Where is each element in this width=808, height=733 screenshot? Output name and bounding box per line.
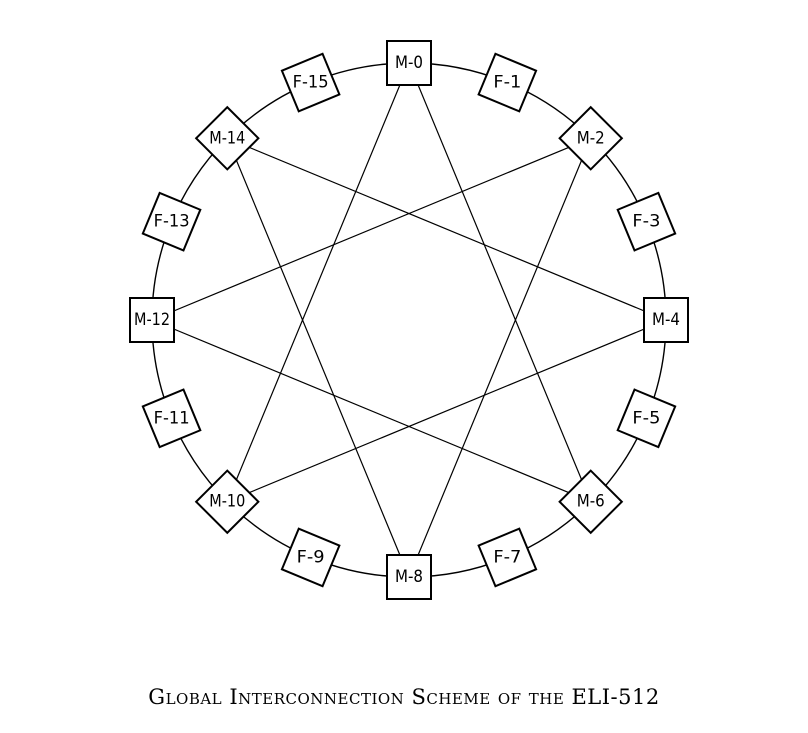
node-box [558, 105, 624, 171]
node-label: M-6 [577, 492, 605, 512]
node-m-2: M-2 [558, 105, 624, 171]
node-label: M-4 [652, 310, 680, 330]
node-m-14: M-14 [194, 105, 260, 171]
node-box [386, 40, 432, 86]
node-label: M-2 [577, 128, 605, 148]
connection-M-2-M-8 [408, 138, 592, 578]
nodes: M-0F-1M-2F-3M-4F-5M-6F-7M-8 F-9 M-10 F-11 M-… [129, 40, 689, 600]
interconnection-diagram: M-0F-1M-2F-3M-4F-5M-6F-7M-8 F-9 M-10 F-11 M-… [129, 40, 689, 600]
node-f-3: F-3 [616, 191, 677, 252]
node-box [280, 52, 341, 113]
connection-M-4-M-14 [227, 137, 667, 321]
node-f-9: F-9 [280, 527, 341, 588]
node-label: M-0 [395, 53, 423, 73]
connection-M-0-M-10 [226, 62, 410, 502]
node-f-15: F-15 [280, 52, 341, 113]
node-box [194, 469, 260, 535]
node-label: M-10 [209, 492, 245, 512]
node-box [477, 527, 538, 588]
node-m-8: M-8 [386, 554, 432, 600]
node-f-13: F-13 [141, 191, 202, 252]
node-box [616, 388, 677, 449]
connection-M-8-M-14 [226, 138, 410, 578]
connection-lines [151, 62, 667, 578]
node-label: F-13 [154, 212, 190, 232]
node-f-5: F-5 [616, 388, 677, 449]
node-f-7: F-7 [477, 527, 538, 588]
node-box [141, 388, 202, 449]
node-box [194, 105, 260, 171]
connection-M-6-M-12 [151, 319, 591, 503]
node-m-10: M-10 [194, 469, 260, 535]
node-m-4: M-4 [643, 297, 689, 343]
node-label: F-15 [293, 73, 329, 93]
node-m-6: M-6 [558, 469, 624, 535]
node-box [477, 52, 538, 113]
node-box [141, 191, 202, 252]
connection-M-4-M-10 [227, 319, 667, 503]
node-label: F-5 [632, 408, 660, 428]
node-box [616, 191, 677, 252]
node-box [643, 297, 689, 343]
connection-M-2-M-12 [151, 137, 591, 321]
node-m-12: M-12 [129, 297, 175, 343]
node-label: F-3 [632, 212, 660, 232]
node-box [386, 554, 432, 600]
figure-caption: Global Interconnection Scheme of the ELI… [148, 685, 660, 709]
node-label: M-8 [395, 567, 423, 587]
node-label: F-9 [297, 547, 325, 567]
node-label: F-1 [493, 73, 521, 93]
node-label: M-14 [209, 128, 245, 148]
node-box [280, 527, 341, 588]
node-box [129, 297, 175, 343]
node-box [558, 469, 624, 535]
node-label: F-11 [154, 408, 190, 428]
connection-M-0-M-6 [408, 62, 592, 502]
node-f-11: F-11 [141, 388, 202, 449]
node-label: F-7 [493, 547, 521, 567]
node-m-0: M-0 [386, 40, 432, 86]
node-f-1: F-1 [477, 52, 538, 113]
node-label: M-12 [134, 310, 170, 330]
